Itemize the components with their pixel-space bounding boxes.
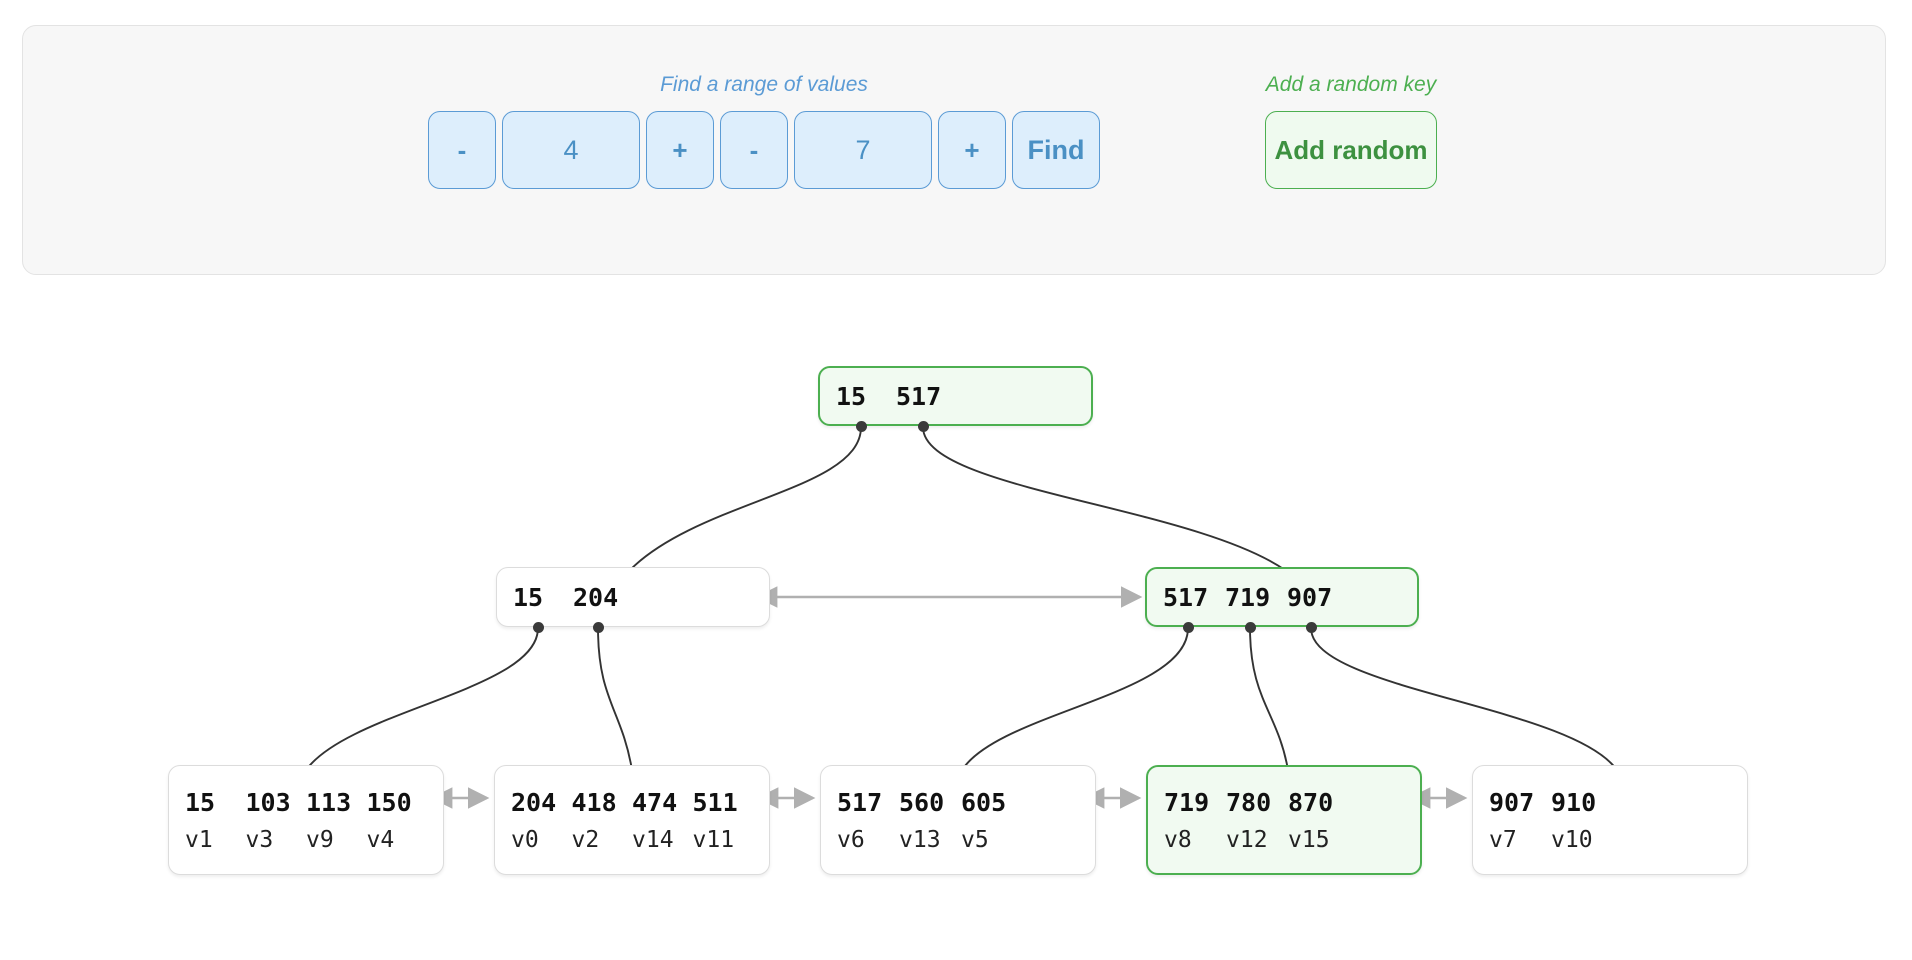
node-key: 15 [185, 787, 216, 817]
node-value: v10 [1551, 826, 1593, 853]
node-key: 910 [1551, 787, 1597, 817]
connector-dot [1183, 622, 1194, 633]
node-value-row: v0 v2 v14 v11 [511, 827, 753, 853]
node-value: v4 [366, 826, 395, 853]
node-key-row: 719 780 870 [1164, 788, 1404, 817]
node-value: v2 [571, 826, 600, 853]
find-range-label: Find a range of values [660, 73, 868, 96]
range-low-decrement-button[interactable]: - [428, 111, 496, 189]
tree-node-root[interactable]: 15 517 [818, 366, 1093, 426]
node-key: 560 [899, 787, 945, 817]
node-value: v13 [899, 826, 941, 853]
range-high-increment-button[interactable]: + [938, 111, 1006, 189]
node-key: 517 [896, 381, 942, 411]
tree-node-leaf-3[interactable]: 719 780 870 v8 v12 v15 [1146, 765, 1422, 875]
node-value: v14 [632, 826, 674, 853]
node-value: v12 [1226, 826, 1268, 853]
node-key: 204 [511, 787, 557, 817]
tree-node-leaf-0[interactable]: 15 103 113 150 v1 v3 v9 v4 [168, 765, 444, 875]
add-random-label: Add a random key [1265, 73, 1437, 96]
node-key: 15 [836, 381, 867, 411]
connector-dot [856, 421, 867, 432]
node-key: 204 [573, 582, 619, 612]
node-value: v15 [1288, 826, 1330, 853]
node-value: v6 [837, 826, 865, 853]
node-key-row: 907 910 [1489, 788, 1731, 817]
add-random-button[interactable]: Add random [1265, 111, 1437, 189]
node-value-row: v7 v10 [1489, 827, 1731, 853]
node-value-row: v1 v3 v9 v4 [185, 827, 427, 853]
node-key: 719 [1225, 582, 1271, 612]
node-value: v1 [185, 826, 213, 853]
add-random-controls: Add random [1265, 111, 1437, 189]
connector-dot [1245, 622, 1256, 633]
connector-dot [533, 622, 544, 633]
node-key-row: 15 517 [836, 382, 1075, 411]
node-key: 474 [632, 787, 678, 817]
tree-node-internal-1[interactable]: 517 719 907 [1145, 567, 1419, 627]
find-range-controls: - 4 + - 7 + Find [428, 111, 1100, 189]
node-value: v5 [961, 826, 989, 853]
connector-dot [918, 421, 929, 432]
node-value-row: v8 v12 v15 [1164, 827, 1404, 853]
toolbar-panel: Find a range of values - 4 + - 7 + Find … [22, 25, 1886, 275]
find-range-group: Find a range of values - 4 + - 7 + Find [428, 73, 1100, 189]
node-key: 605 [961, 787, 1007, 817]
node-key: 113 [306, 787, 352, 817]
tree-node-internal-0[interactable]: 15 204 [496, 567, 770, 627]
tree-node-leaf-2[interactable]: 517 560 605 v6 v13 v5 [820, 765, 1096, 875]
node-value: v11 [692, 826, 735, 853]
node-key: 870 [1288, 787, 1334, 817]
range-low-increment-button[interactable]: + [646, 111, 714, 189]
range-high-value-input[interactable]: 7 [794, 111, 932, 189]
node-value-row: v6 v13 v5 [837, 827, 1079, 853]
node-value: v8 [1164, 826, 1192, 853]
node-key-row: 517 560 605 [837, 788, 1079, 817]
node-value: v9 [306, 826, 334, 853]
node-key: 719 [1164, 787, 1210, 817]
find-button[interactable]: Find [1012, 111, 1100, 189]
tree-node-leaf-4[interactable]: 907 910 v7 v10 [1472, 765, 1748, 875]
node-key: 517 [1163, 582, 1209, 612]
node-key: 907 [1287, 582, 1333, 612]
node-key: 103 [245, 787, 291, 817]
range-low-value-input[interactable]: 4 [502, 111, 640, 189]
node-key: 511 [692, 787, 738, 817]
node-value: v7 [1489, 826, 1517, 853]
node-key-row: 517 719 907 [1163, 583, 1401, 612]
connector-dot [593, 622, 604, 633]
node-key-row: 15 204 [513, 583, 753, 612]
tree-node-leaf-1[interactable]: 204 418 474 511 v0 v2 v14 v11 [494, 765, 770, 875]
node-key: 517 [837, 787, 883, 817]
node-key-row: 15 103 113 150 [185, 788, 427, 817]
node-key: 418 [571, 787, 617, 817]
range-high-decrement-button[interactable]: - [720, 111, 788, 189]
node-key: 15 [513, 582, 544, 612]
node-key-row: 204 418 474 511 [511, 788, 753, 817]
connector-dot [1306, 622, 1317, 633]
node-key: 907 [1489, 787, 1535, 817]
node-value: v0 [511, 826, 539, 853]
node-key: 150 [366, 787, 412, 817]
node-key: 780 [1226, 787, 1272, 817]
add-random-group: Add a random key Add random [1265, 73, 1437, 189]
node-value: v3 [245, 826, 274, 853]
